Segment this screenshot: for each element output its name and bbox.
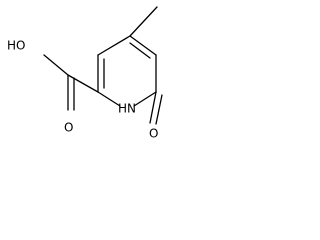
bond-ring-c4-c3 [97, 35, 131, 56]
atom-label-ring-nitrogen: HN [118, 102, 136, 116]
bond-ring-c5-c4-inner [129, 42, 151, 59]
chemical-structure: HO O HN O [7, 6, 163, 141]
bond-ring-c5-c4 [129, 35, 157, 56]
bond-carboxyl-hydroxyl [43, 54, 69, 76]
bond-lines [43, 6, 163, 125]
atom-label-carbonyl-oxygen: O [64, 121, 73, 135]
bond-ring-to-carboxyl [67, 74, 99, 93]
bond-lactam-carbonyl-2 [155, 94, 163, 125]
atom-labels: HO O HN O [7, 39, 158, 141]
bond-ring-c2-n1 [97, 91, 121, 107]
atom-label-lactam-oxygen: O [149, 127, 158, 141]
bond-ring-n1-c6 [133, 91, 157, 107]
bond-lactam-carbonyl-1 [149, 91, 157, 124]
bond-methyl [129, 6, 158, 37]
atom-label-hydroxyl: HO [7, 39, 25, 53]
